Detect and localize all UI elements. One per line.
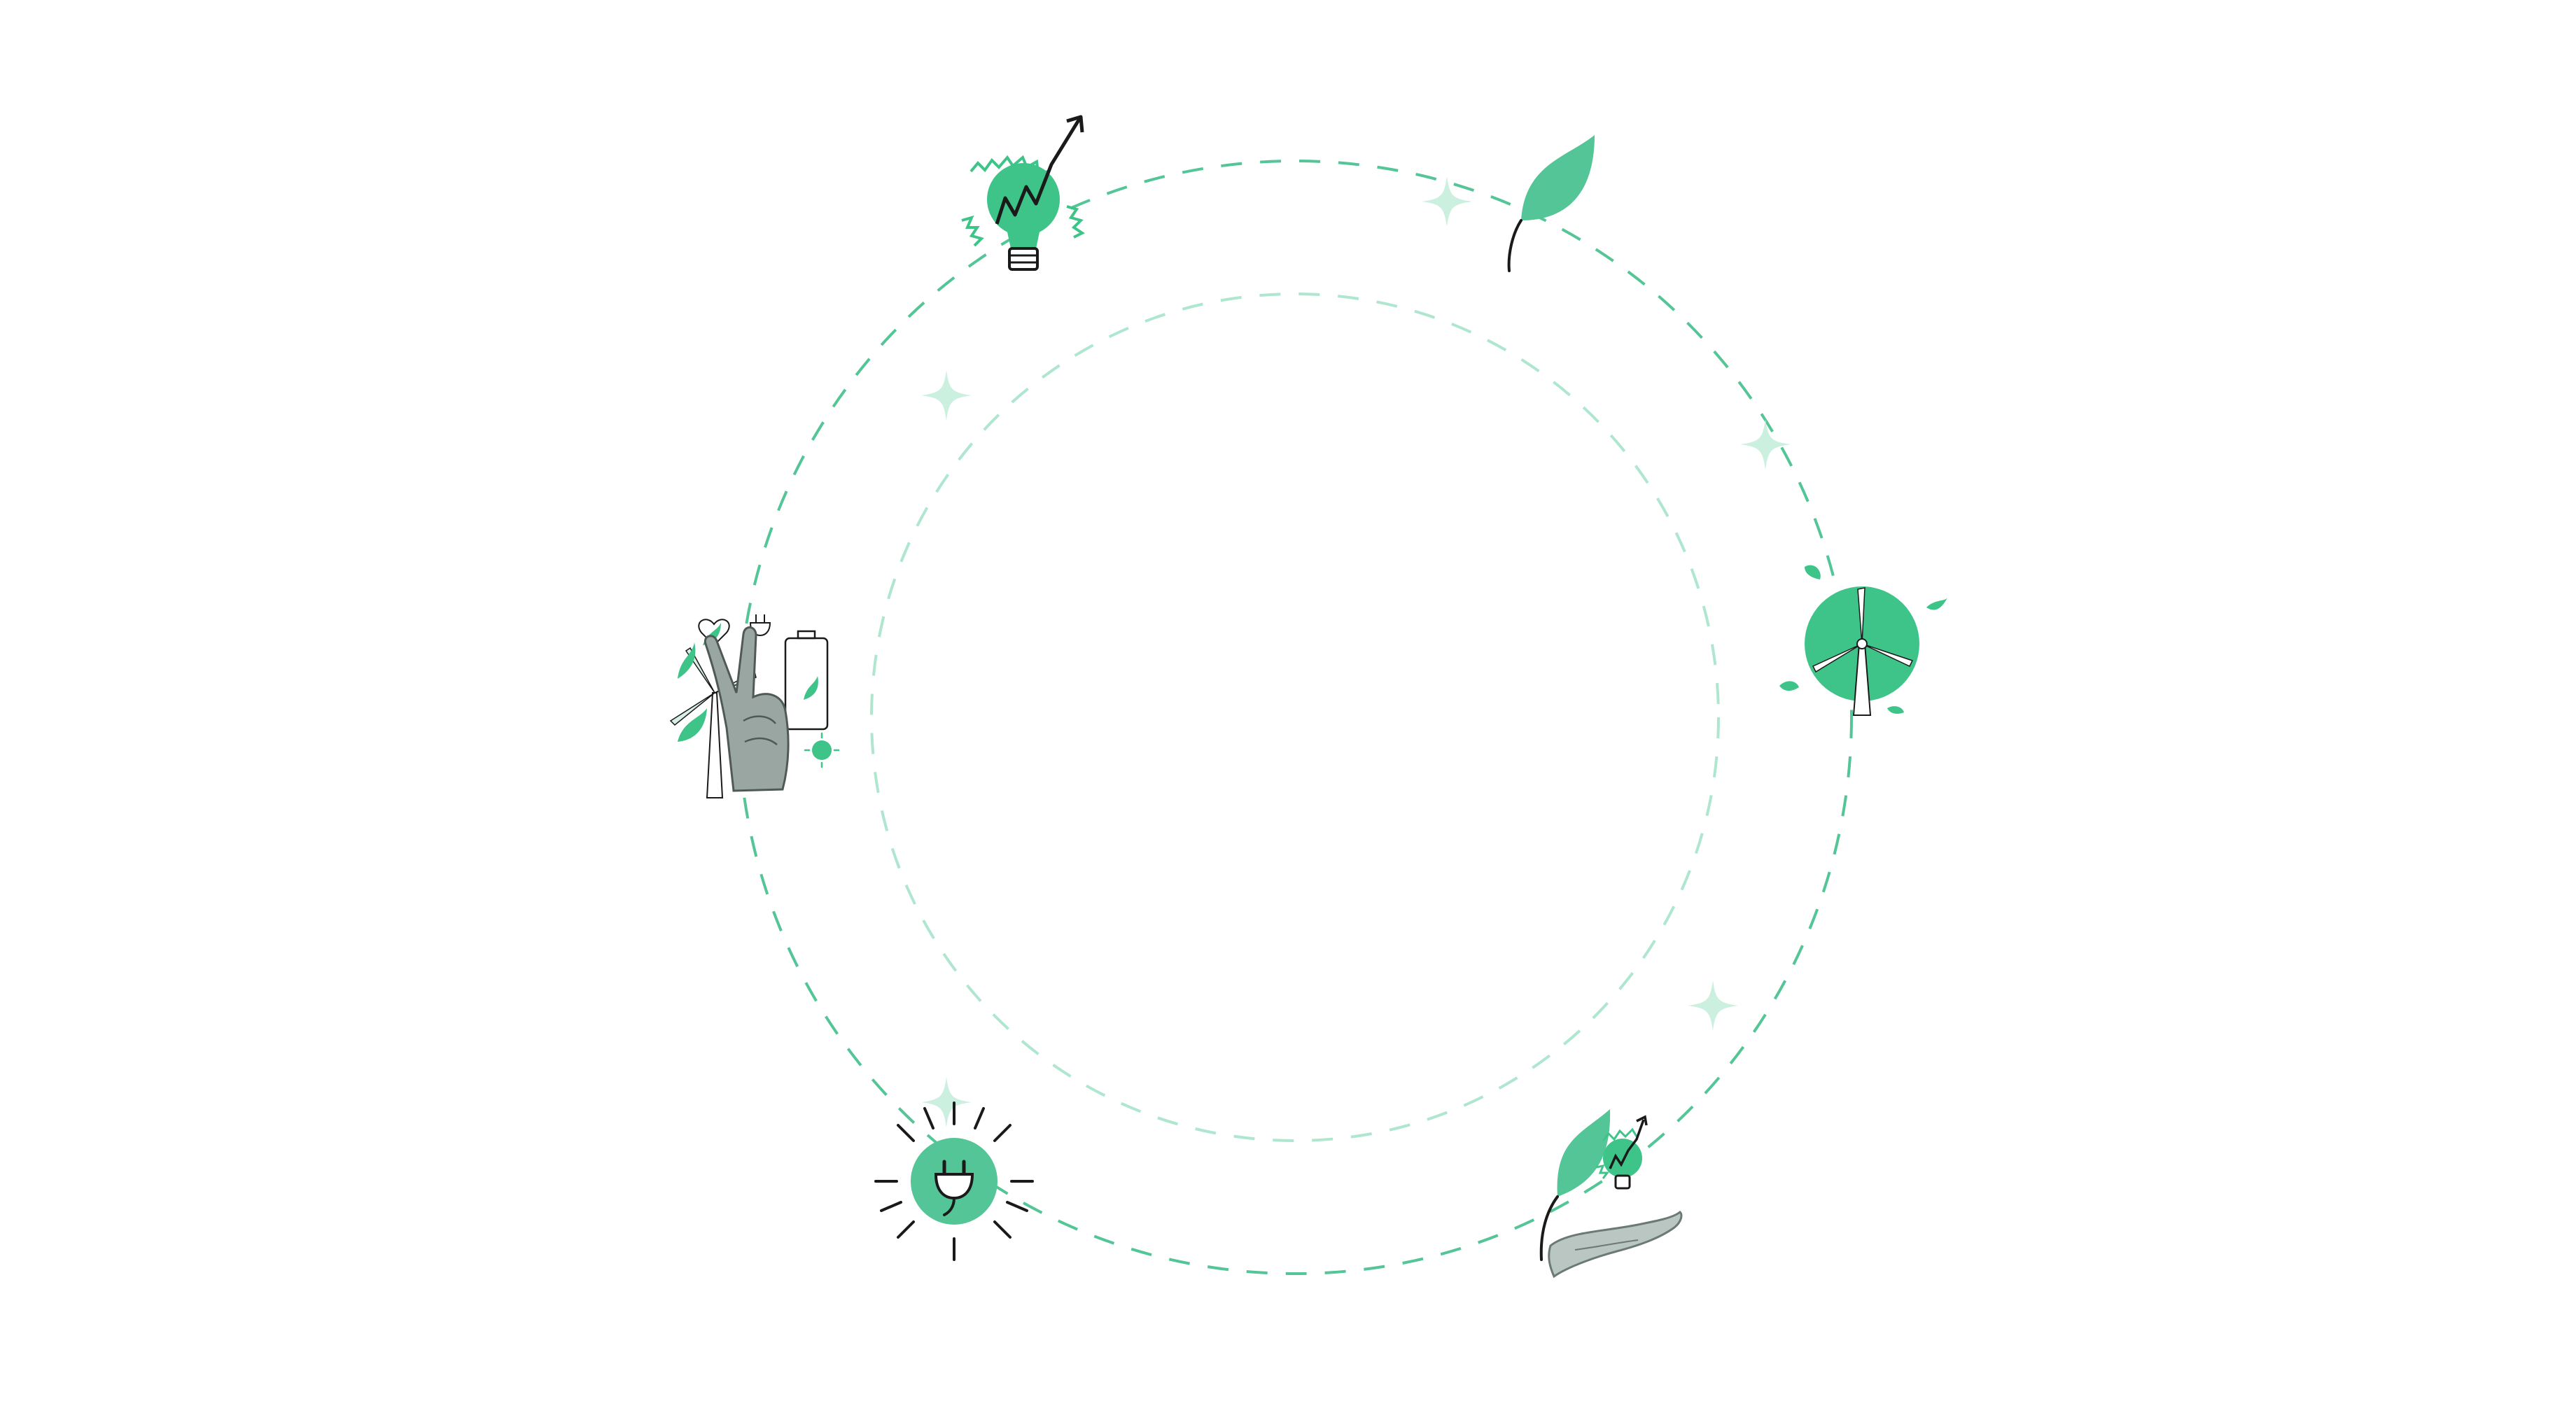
sparkle-icon (921, 1077, 972, 1127)
sparkle-icon (1422, 176, 1472, 227)
wind-turbine-globe-icon (1779, 565, 1947, 716)
inner-dashed-ring (870, 293, 1720, 1142)
sparkle-icon (921, 370, 972, 421)
peace-hand-energy-icon (669, 614, 840, 798)
outer-dashed-ring (737, 160, 1853, 1275)
lightbulb-growth-icon (961, 115, 1085, 271)
hand-bulb-leaf-icon (1539, 1109, 1683, 1279)
leaf-icon (1507, 135, 1595, 272)
sparkle-icon (1688, 980, 1738, 1031)
plug-sun-icon (874, 1101, 1034, 1261)
sparkle-icon (1740, 419, 1791, 470)
